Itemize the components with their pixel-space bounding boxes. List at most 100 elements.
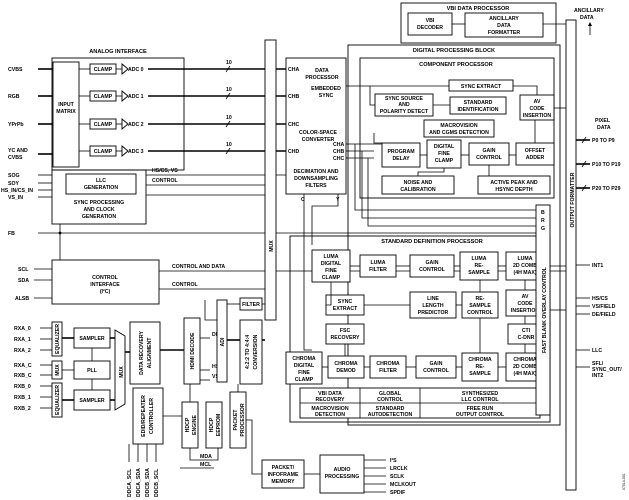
sda-pin-label: SDA bbox=[18, 278, 29, 284]
packet-processor-label-2: PROCESSOR bbox=[240, 403, 246, 436]
cp-digital-clamp-label-1: DIGITAL bbox=[434, 144, 455, 150]
sfl-label-1: SFL/ bbox=[592, 361, 604, 367]
rxa0-label: RXA_0 bbox=[14, 326, 31, 332]
global-control-label-2: CONTROL bbox=[377, 397, 403, 403]
input-matrix-label-1: INPUT bbox=[58, 102, 74, 108]
luma-resample-label-3: SAMPLE bbox=[468, 270, 490, 276]
data-processor-label-1: DATA bbox=[315, 68, 329, 74]
cti-cdnr-label-2: C-DNR bbox=[518, 335, 535, 341]
offset-adder-label-1: OFFSET bbox=[525, 148, 546, 154]
ddcb-scl-label: DDCB_SCL bbox=[154, 468, 160, 497]
packet-to-memory bbox=[246, 419, 262, 475]
resample-control-label-3: CONTROL bbox=[467, 310, 493, 316]
chroma-resample-label-2: RE- bbox=[476, 364, 485, 370]
de-label: DE bbox=[212, 332, 220, 338]
rgb-input-label: RGB bbox=[8, 94, 20, 100]
chroma-clamp-label-3: FINE bbox=[298, 370, 310, 376]
luma-filter-label-2: FILTER bbox=[369, 267, 387, 273]
cvbs-input-label: CVBS bbox=[8, 67, 23, 73]
input-matrix-box bbox=[52, 61, 80, 168]
embedded-sync-label-1: EMBEDDED bbox=[311, 86, 341, 92]
ancillary-formatter-label-1: ANCILLARY bbox=[489, 16, 519, 22]
chroma-resample-label-1: CHROMA bbox=[468, 357, 492, 363]
rxac-label: RXA_C bbox=[14, 363, 32, 369]
hdmi-mux-b bbox=[114, 329, 126, 411]
figure-id: 07014-001 bbox=[622, 473, 626, 490]
data-recovery-box bbox=[129, 321, 161, 385]
hdmi-decode-label: HDMI DECODE bbox=[190, 332, 196, 369]
equalizer-a-label: EQUALIZER bbox=[55, 324, 61, 354]
ancillary-formatter-label-2: DATA bbox=[497, 23, 511, 29]
hdcp-eeprom-box bbox=[205, 401, 223, 449]
luma-filter-label-1: LUMA bbox=[371, 260, 386, 266]
luma-clamp-label-2: DIGITAL bbox=[321, 261, 342, 267]
chb-out-label: CHB bbox=[333, 149, 344, 155]
control-interface-label-1: CONTROL bbox=[92, 275, 118, 281]
digital-processing-title: DIGITAL PROCESSING BLOCK bbox=[413, 48, 495, 54]
rxbc-label: RXB_C bbox=[14, 373, 32, 379]
c-label: C bbox=[301, 197, 305, 203]
sync-source-label-1: SYNC SOURCE bbox=[385, 96, 424, 102]
chroma-filter-label-1: CHROMA bbox=[376, 361, 400, 367]
chc-out-label: CHC bbox=[333, 156, 344, 162]
vs-label: VS bbox=[212, 374, 219, 380]
dp-y-line bbox=[311, 194, 339, 245]
pixel-data-label-2: DATA bbox=[597, 125, 611, 131]
data-processor-label-2: PROCESSOR bbox=[305, 75, 338, 81]
sync-clock-label-2: AND CLOCK bbox=[83, 207, 114, 213]
active-peak-label-2: HSYNC DEPTH bbox=[495, 187, 532, 193]
mda-label: MDA bbox=[200, 454, 212, 460]
sd-sync-extract-label-2: EXTRACT bbox=[333, 306, 358, 312]
synth-llc-label-2: LLC CONTROL bbox=[461, 397, 499, 403]
sampler-a-label: SAMPLER bbox=[79, 336, 105, 342]
mclkout-label: MCLKOUT bbox=[390, 482, 417, 488]
clamp-to-noise-line bbox=[417, 168, 445, 176]
control-interface-box bbox=[51, 259, 160, 305]
scl-pin-label: SCL bbox=[18, 267, 29, 273]
chroma-clamp-label-4: CLAMP bbox=[295, 377, 314, 383]
component-processor-title: COMPONENT PROCESSOR bbox=[419, 62, 493, 68]
sfl-label-2: SYNC_OUT/ bbox=[592, 367, 622, 373]
ancillary-data-label-2: DATA bbox=[580, 15, 594, 21]
luma-gain-label-1: GAIN bbox=[426, 260, 439, 266]
chc-bypass-line bbox=[367, 158, 536, 227]
chroma-comb-label-2: 2D COMB bbox=[513, 364, 537, 370]
luma-clamp-label-1: LUMA bbox=[324, 254, 339, 260]
csc-label-1: COLOR-SPACE bbox=[299, 130, 337, 136]
luma-clamp-label-4: CLAMP bbox=[322, 275, 341, 281]
macrovision-det-label-1: MACROVISION bbox=[311, 406, 348, 412]
packet-memory-box bbox=[261, 459, 305, 489]
llc-out-label: LLC bbox=[592, 348, 602, 354]
p20-p29-slash bbox=[581, 184, 587, 192]
hs-cs-label: HS/CS bbox=[592, 296, 608, 302]
chroma-gain-label-2: CONTROL bbox=[423, 368, 449, 374]
resample-control-label-1: RE- bbox=[476, 296, 485, 302]
hdcp-engine-label-1: HDCP bbox=[185, 417, 191, 432]
adc-channel-1: CLAMP ADC 1 10 bbox=[79, 87, 288, 102]
ddcb-sda-label: DDCB_SDA bbox=[145, 468, 151, 497]
fsc-recovery-label-1: FSC bbox=[340, 328, 351, 334]
packet-memory-label-1: PACKET/ bbox=[272, 465, 295, 471]
chd-label: CHD bbox=[288, 149, 299, 155]
p10-p19-slash bbox=[581, 160, 587, 168]
adc-2-width: 10 bbox=[226, 115, 232, 121]
digital-processing-block bbox=[347, 44, 561, 426]
hdcp-eeprom-label-2: EEPROM bbox=[216, 414, 222, 436]
input-matrix-label-2: MATRIX bbox=[56, 109, 76, 115]
decimation-label-2: DOWNSAMPLING bbox=[294, 176, 338, 182]
ddca-sda-label: DDCA_SDA bbox=[136, 468, 142, 497]
luma-gain-box bbox=[409, 254, 455, 278]
packet-memory-label-2: INFOFRAME bbox=[268, 472, 299, 478]
mda-line bbox=[189, 448, 219, 461]
lrclk-label: LRCLK bbox=[390, 466, 408, 472]
standard-id-label-2: IDENTIFICATION bbox=[457, 107, 498, 113]
cha-out-label: CHA bbox=[333, 142, 344, 148]
ancillary-formatter-box bbox=[464, 12, 544, 38]
cp-digital-clamp-label-2: FINE bbox=[438, 151, 450, 157]
filter-label: FILTER bbox=[242, 302, 260, 308]
llc-generation-box bbox=[65, 173, 137, 195]
embedded-sync-label-2: SYNC bbox=[319, 93, 334, 99]
spdif-label: SPDIF bbox=[390, 490, 405, 496]
pixel-data-label-1: PIXEL bbox=[595, 118, 611, 124]
yprpb-input-label: YPrPb bbox=[8, 122, 24, 128]
